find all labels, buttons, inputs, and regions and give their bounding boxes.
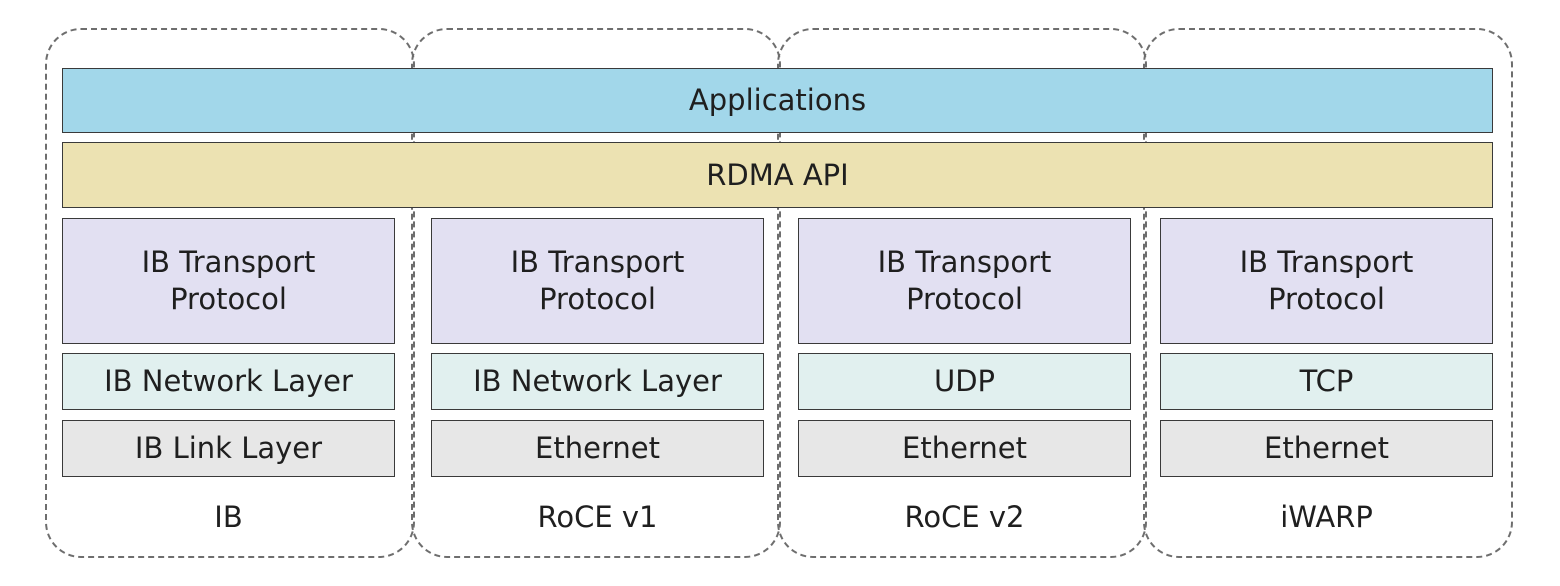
rdma-api-band: RDMA API	[62, 142, 1493, 208]
roce-v2-transport-protocol-box: IB Transport Protocol	[798, 218, 1131, 344]
link-label: Ethernet	[1264, 431, 1389, 465]
applications-band: Applications	[62, 68, 1493, 133]
transport-label: IB Transport Protocol	[1239, 245, 1414, 316]
network-label: TCP	[1299, 364, 1354, 398]
roce-v1-network-layer-box: IB Network Layer	[431, 353, 764, 410]
ib-network-layer-box: IB Network Layer	[62, 353, 395, 410]
roce-v1-transport-protocol-box: IB Transport Protocol	[431, 218, 764, 344]
iwarp-tcp-box: TCP	[1160, 353, 1493, 410]
iwarp-ethernet-box: Ethernet	[1160, 420, 1493, 477]
ib-transport-protocol-box: IB Transport Protocol	[62, 218, 395, 344]
roce-v2-ethernet-box: Ethernet	[798, 420, 1131, 477]
rdma-api-label: RDMA API	[706, 157, 849, 192]
ib-link-layer-box: IB Link Layer	[62, 420, 395, 477]
transport-label: IB Transport Protocol	[141, 245, 316, 316]
link-label: Ethernet	[902, 431, 1027, 465]
column-label-ib: IB	[214, 500, 243, 534]
transport-label: IB Transport Protocol	[510, 245, 685, 316]
link-label: Ethernet	[535, 431, 660, 465]
transport-label: IB Transport Protocol	[877, 245, 1052, 316]
column-label-roce-v2: RoCE v2	[904, 500, 1025, 534]
column-label-iwarp: iWARP	[1280, 500, 1373, 534]
roce-v2-udp-box: UDP	[798, 353, 1131, 410]
link-label: IB Link Layer	[134, 431, 323, 465]
network-label: IB Network Layer	[104, 364, 353, 398]
network-label: UDP	[933, 364, 996, 398]
column-outline-roce-v2	[777, 28, 1147, 558]
column-outline-ib	[45, 28, 415, 558]
applications-label: Applications	[688, 83, 867, 117]
column-outline-roce-v1	[411, 28, 781, 558]
network-label: IB Network Layer	[473, 364, 722, 398]
roce-v1-ethernet-box: Ethernet	[431, 420, 764, 477]
column-outline-iwarp	[1143, 28, 1513, 558]
column-label-roce-v1: RoCE v1	[537, 500, 658, 534]
iwarp-transport-protocol-box: IB Transport Protocol	[1160, 218, 1493, 344]
